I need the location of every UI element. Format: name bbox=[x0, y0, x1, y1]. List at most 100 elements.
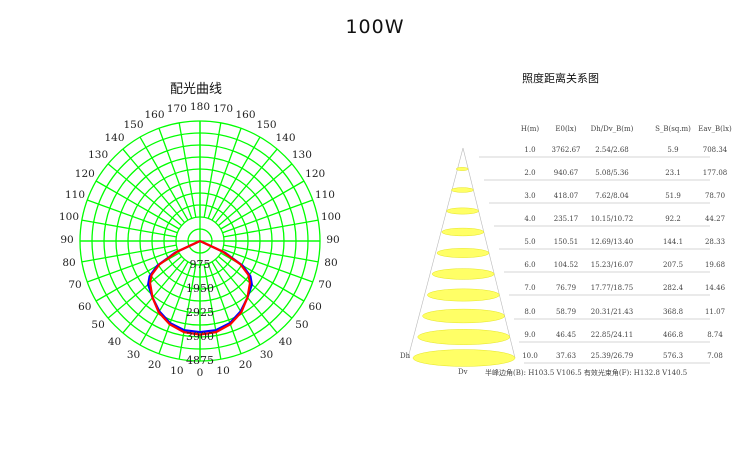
table-cell: 466.8 bbox=[662, 331, 684, 339]
polar-spoke bbox=[107, 163, 183, 227]
polar-spoke bbox=[158, 263, 193, 354]
table-cell: 3762.67 bbox=[551, 146, 581, 154]
ring-label: 975 bbox=[189, 258, 211, 271]
angle-label: 90 bbox=[326, 234, 340, 246]
table-cell: 10.0 bbox=[522, 352, 538, 360]
table-cell: 22.85/24.11 bbox=[590, 331, 634, 339]
illuminance-ellipse bbox=[436, 248, 490, 258]
curve-C90-270 bbox=[148, 240, 252, 336]
table-cell: 8.74 bbox=[707, 331, 723, 339]
table-cell: 7.0 bbox=[524, 284, 536, 292]
column-header: Eav_B(lx) bbox=[698, 125, 732, 133]
ring-label: 1950 bbox=[186, 282, 214, 295]
illuminance-ellipse bbox=[446, 207, 479, 215]
table-cell: 92.2 bbox=[665, 215, 681, 223]
table-cell: 2.0 bbox=[524, 169, 536, 177]
polar-spoke bbox=[223, 244, 319, 263]
illuminance-title: 照度距离关系图 bbox=[522, 72, 599, 85]
table-cell: 19.68 bbox=[704, 261, 726, 269]
illuminance-ellipse bbox=[451, 187, 474, 193]
polar-spoke bbox=[81, 219, 177, 238]
ring-label: 3900 bbox=[186, 330, 214, 343]
table-cell: 8.0 bbox=[524, 308, 536, 316]
angle-label: 170 bbox=[166, 103, 187, 116]
polar-spoke bbox=[87, 248, 178, 283]
polar-spoke bbox=[122, 148, 186, 224]
dv-label: Dv bbox=[458, 368, 468, 376]
curve-C0-180 bbox=[147, 240, 253, 334]
angle-label: 90 bbox=[60, 234, 74, 246]
angle-label: 40 bbox=[278, 335, 293, 348]
table-cell: 235.17 bbox=[553, 215, 579, 223]
polar-spoke bbox=[107, 255, 183, 319]
polar-spoke bbox=[87, 199, 178, 234]
angle-label: 110 bbox=[314, 188, 335, 201]
illuminance-ellipse bbox=[412, 349, 516, 367]
polar-spoke bbox=[217, 255, 293, 319]
angle-label: 80 bbox=[62, 257, 76, 270]
table-cell: 25.39/26.79 bbox=[590, 352, 634, 360]
polar-spoke bbox=[211, 261, 261, 346]
table-cell: 2.54/2.68 bbox=[595, 146, 629, 154]
angle-label: 70 bbox=[318, 279, 332, 292]
table-cell: 44.27 bbox=[704, 215, 726, 223]
angle-label: 10 bbox=[170, 364, 184, 377]
table-cell: 20.31/21.43 bbox=[590, 308, 634, 316]
polar-spoke bbox=[178, 264, 197, 360]
illuminance-ellipse bbox=[432, 268, 495, 280]
polar-spoke bbox=[211, 136, 261, 221]
polar-title: 配光曲线 bbox=[170, 82, 223, 97]
angle-label: 120 bbox=[305, 167, 326, 180]
polar-spoke bbox=[223, 219, 319, 238]
illuminance-ellipse bbox=[422, 308, 505, 324]
angle-label: 60 bbox=[308, 300, 322, 313]
beam-angle-caption: 半峰边角(B): H103.5 V106.5 有效光束角(F): H132.8 … bbox=[485, 369, 688, 377]
angle-label: 130 bbox=[88, 148, 109, 161]
table-cell: 6.0 bbox=[524, 261, 536, 269]
table-cell: 5.9 bbox=[667, 146, 679, 154]
ring-label: 2925 bbox=[186, 306, 214, 319]
column-header: Dh/Dv_B(m) bbox=[590, 125, 634, 133]
table-cell: 940.67 bbox=[553, 169, 579, 177]
cone-edge bbox=[407, 147, 464, 359]
table-cell: 708.34 bbox=[702, 146, 728, 154]
angle-label: 0 bbox=[196, 367, 204, 379]
polar-spoke bbox=[207, 128, 242, 219]
table-cell: 576.3 bbox=[662, 352, 684, 360]
table-cell: 9.0 bbox=[524, 331, 536, 339]
illuminance-ellipse bbox=[441, 227, 484, 237]
polar-spoke bbox=[178, 122, 197, 218]
polar-spoke bbox=[122, 258, 186, 334]
table-cell: 3.0 bbox=[524, 192, 536, 200]
angle-label: 180 bbox=[189, 101, 211, 113]
polar-spoke bbox=[222, 248, 313, 283]
column-header: E0(lx) bbox=[555, 125, 577, 133]
table-cell: 10.15/10.72 bbox=[590, 215, 634, 223]
polar-spoke bbox=[139, 261, 189, 346]
table-cell: 144.1 bbox=[662, 238, 684, 246]
angle-label: 120 bbox=[74, 167, 95, 180]
angle-label: 160 bbox=[235, 109, 256, 122]
table-cell: 7.62/8.04 bbox=[595, 192, 629, 200]
angle-label: 140 bbox=[104, 132, 125, 145]
angle-label: 50 bbox=[91, 319, 105, 332]
page-title: 100W bbox=[345, 16, 405, 38]
table-cell: 14.46 bbox=[704, 284, 726, 292]
angle-label: 40 bbox=[107, 335, 122, 348]
table-cell: 282.4 bbox=[662, 284, 684, 292]
polar-spoke bbox=[220, 180, 305, 230]
polar-spoke bbox=[158, 128, 193, 219]
table-cell: 51.9 bbox=[665, 192, 681, 200]
polar-spoke bbox=[203, 264, 222, 360]
table-cell: 150.51 bbox=[553, 238, 579, 246]
column-header: H(m) bbox=[520, 125, 540, 133]
angle-label: 10 bbox=[216, 364, 230, 377]
illuminance-ellipse bbox=[427, 288, 500, 302]
angle-label: 140 bbox=[275, 132, 296, 145]
angle-label: 130 bbox=[291, 148, 312, 161]
polar-spoke bbox=[81, 244, 177, 263]
table-cell: 78.70 bbox=[704, 192, 726, 200]
table-cell: 207.5 bbox=[662, 261, 684, 269]
angle-label: 20 bbox=[147, 358, 162, 371]
